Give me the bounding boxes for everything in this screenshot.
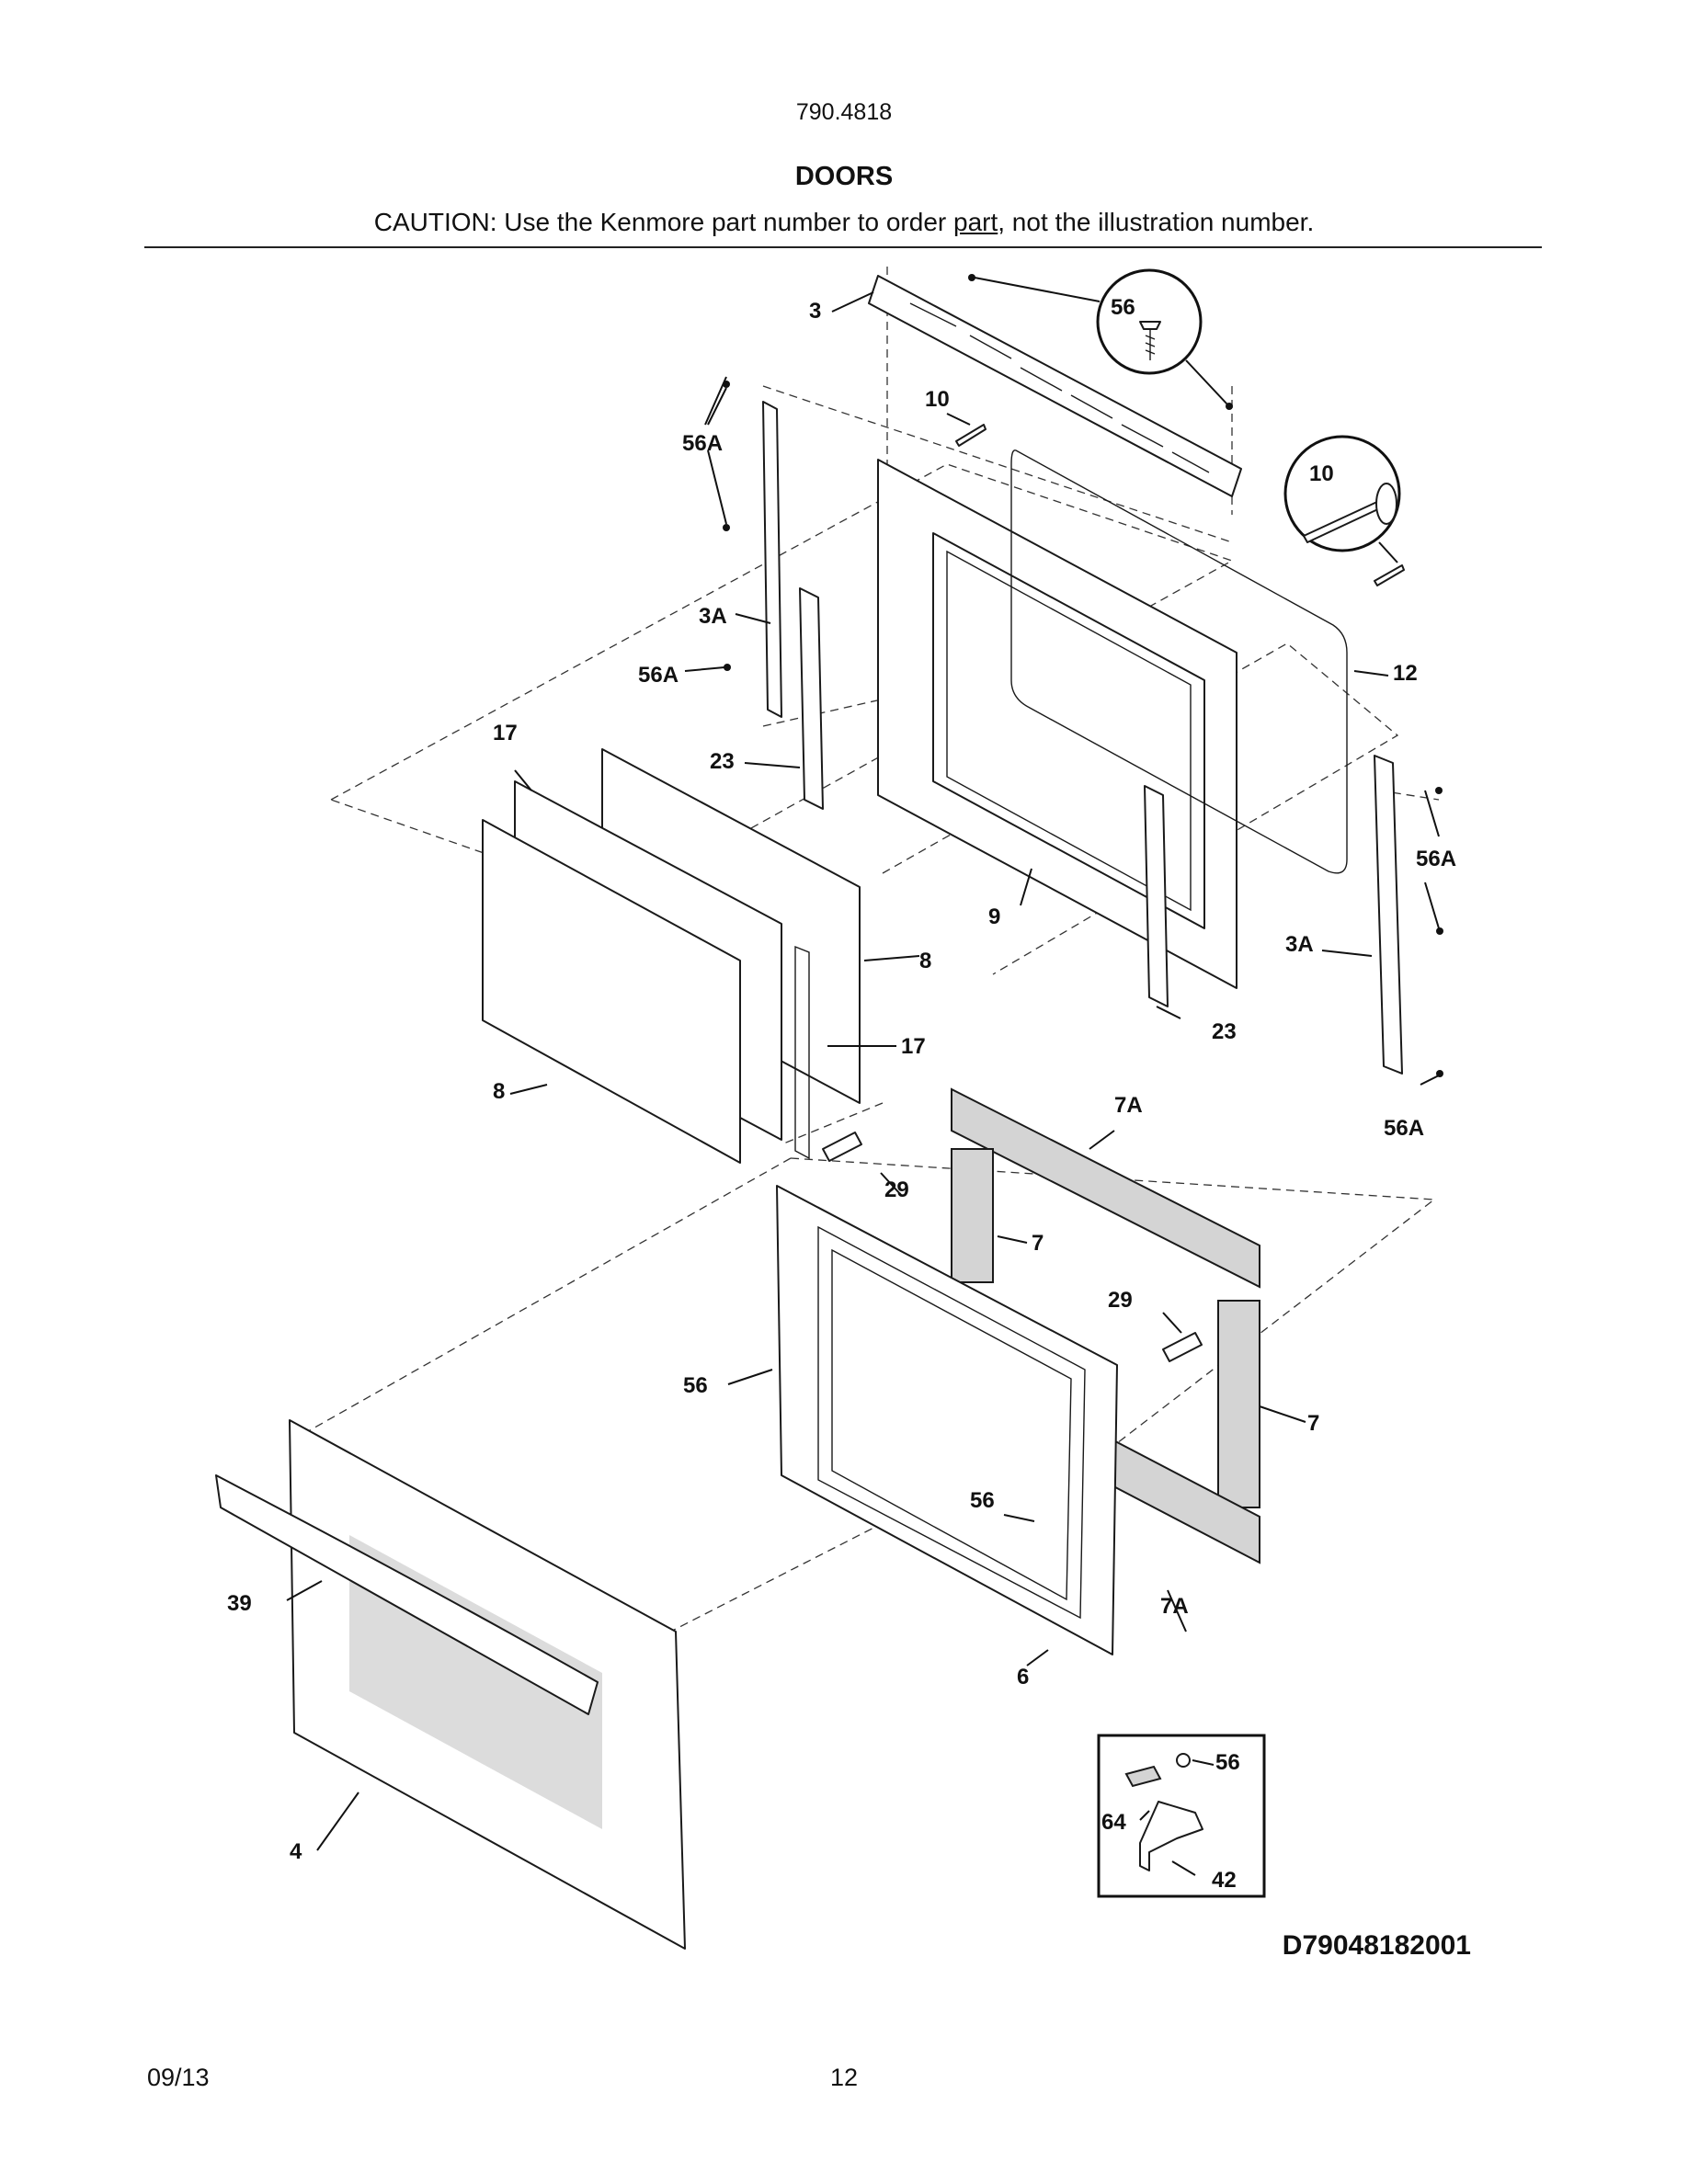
callout-56-inset: 56 bbox=[1215, 1750, 1240, 1775]
callout-29-a: 29 bbox=[884, 1177, 909, 1202]
callout-10: 10 bbox=[925, 387, 950, 412]
callout-3a-1: 3A bbox=[699, 604, 727, 629]
part-9-inner-door-frame bbox=[877, 459, 1237, 989]
model-number: 790.4818 bbox=[795, 99, 893, 125]
part-56-screw-inset bbox=[968, 268, 1233, 410]
callout-7a-b: 7A bbox=[1160, 1594, 1189, 1619]
callout-29-b: 29 bbox=[1108, 1288, 1133, 1313]
callout-56-b: 56 bbox=[970, 1488, 995, 1513]
part-4-outer-door bbox=[215, 1419, 686, 1950]
page-title: DOORS bbox=[794, 162, 894, 191]
callout-39: 39 bbox=[227, 1591, 252, 1616]
caution-note: CAUTION: Use the Kenmore part number to … bbox=[0, 208, 1688, 237]
caution-text-end: , not the illustration number. bbox=[998, 208, 1315, 236]
footer-date: 09/13 bbox=[147, 2064, 210, 2091]
callout-12: 12 bbox=[1393, 661, 1418, 686]
callout-56-top: 56 bbox=[1111, 295, 1135, 320]
caution-text-start: CAUTION: Use the Kenmore part number to … bbox=[373, 208, 953, 236]
callout-6: 6 bbox=[1017, 1665, 1029, 1689]
callout-10-inset: 10 bbox=[1309, 461, 1334, 486]
part-12-gasket bbox=[1010, 449, 1348, 874]
callout-56a-4: 56A bbox=[1384, 1116, 1424, 1141]
part-29-spacers bbox=[822, 1132, 1203, 1362]
callout-8-a: 8 bbox=[919, 949, 931, 973]
part-10-pin-inset bbox=[946, 413, 1405, 586]
leader-lines bbox=[286, 291, 1389, 1876]
part-8-17-glass-pack bbox=[482, 748, 861, 1164]
callout-64: 64 bbox=[1101, 1810, 1126, 1835]
detail-inset-box bbox=[1097, 1734, 1266, 1898]
callout-4: 4 bbox=[290, 1839, 302, 1864]
callout-3: 3 bbox=[809, 299, 821, 324]
callout-23-b: 23 bbox=[1212, 1019, 1237, 1044]
page-number: 12 bbox=[829, 2064, 859, 2091]
callout-7a-a: 7A bbox=[1114, 1093, 1143, 1118]
callout-8-b: 8 bbox=[493, 1079, 505, 1104]
callout-3a-2: 3A bbox=[1285, 932, 1314, 957]
callout-17-a: 17 bbox=[493, 721, 518, 745]
diagram-id: D79048182001 bbox=[1282, 1930, 1471, 1961]
callout-labels: 3 56 10 10 56A 3A 56A 12 17 23 56A 9 3A … bbox=[227, 295, 1456, 1893]
header-rule bbox=[144, 246, 1542, 248]
callout-42: 42 bbox=[1212, 1868, 1237, 1893]
callout-56a-3: 56A bbox=[1416, 847, 1456, 871]
callout-56a-2: 56A bbox=[638, 663, 679, 688]
part-3-vent-trim bbox=[868, 275, 1242, 497]
part-23-hinges bbox=[799, 587, 1169, 1007]
callout-56a-1: 56A bbox=[682, 431, 723, 456]
callout-17-b: 17 bbox=[901, 1034, 926, 1059]
callout-23-a: 23 bbox=[710, 749, 735, 774]
part-3a-side-rails bbox=[684, 381, 1443, 1086]
callout-7-b: 7 bbox=[1307, 1411, 1319, 1436]
callout-56-a: 56 bbox=[683, 1373, 708, 1398]
part-6-inner-door bbox=[776, 1185, 1118, 1655]
caution-part-link[interactable]: part bbox=[953, 208, 998, 236]
callout-9: 9 bbox=[988, 904, 1000, 929]
callout-7-a: 7 bbox=[1032, 1231, 1044, 1256]
